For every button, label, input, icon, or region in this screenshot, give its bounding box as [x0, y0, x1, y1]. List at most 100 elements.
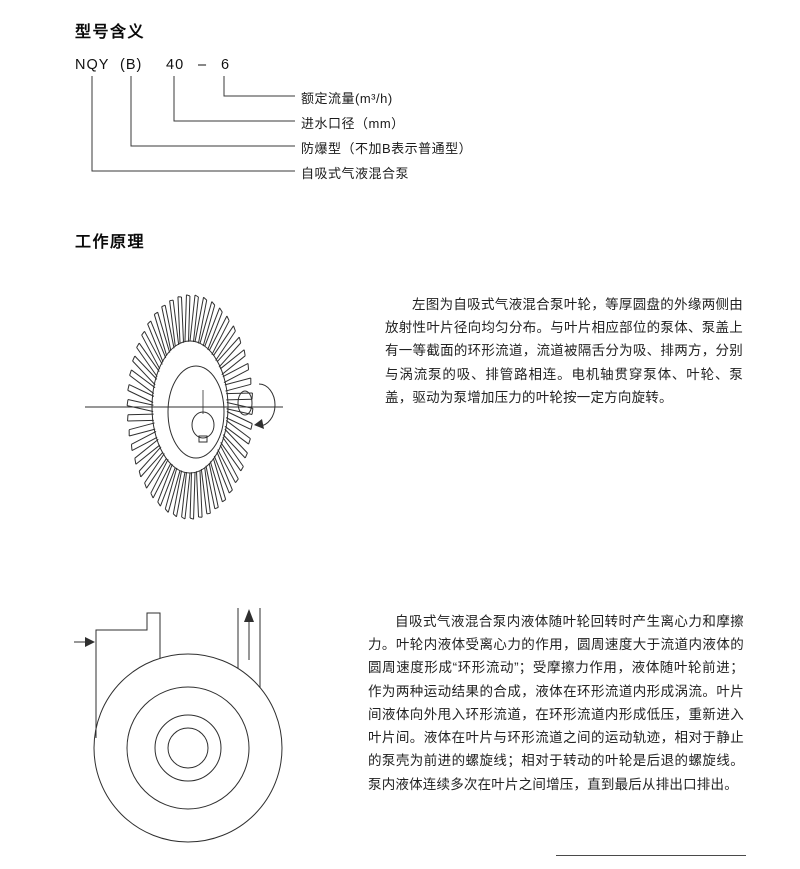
impeller-blade-line — [235, 478, 238, 484]
impeller-blade-line — [165, 301, 180, 347]
impeller-shaft-end — [237, 383, 276, 429]
impeller-blade-line — [137, 342, 140, 348]
impeller-blade-line — [127, 400, 128, 406]
pump-section-drawing — [74, 608, 283, 843]
callout-line-exproof — [130, 76, 295, 147]
impeller-blade-line — [133, 356, 158, 379]
impeller-blade-line — [241, 466, 244, 472]
impeller-blade-line — [150, 314, 170, 355]
model-callout-label-inlet: 进水口径（mm） — [301, 116, 405, 131]
impeller-blade-line — [249, 438, 251, 444]
impeller-blade-line — [219, 336, 241, 373]
impeller-blade-line — [135, 432, 158, 465]
impeller-blade-line — [142, 331, 165, 364]
impeller-blade-line — [193, 297, 198, 342]
impeller-blade-line — [130, 370, 156, 388]
section-title-model-meaning: 型号含义 — [75, 24, 146, 41]
impeller-blade-line — [128, 384, 129, 390]
impeller-blade-line — [221, 435, 246, 458]
impeller-blade-line — [162, 304, 165, 309]
model-code-part-exproof: (B) — [120, 57, 143, 73]
impeller-blade-line — [133, 355, 135, 361]
impeller-blade-line — [128, 396, 153, 408]
section-title-working-principle: 工作原理 — [75, 234, 146, 251]
impeller-blade-line — [250, 378, 252, 384]
impeller-blade-line — [203, 297, 206, 300]
impeller-blade-line — [192, 471, 204, 517]
impeller-blade-line — [134, 347, 159, 376]
impeller-blade-line — [226, 418, 251, 430]
impeller-blade-line — [178, 295, 182, 299]
impeller-blade-line — [211, 456, 233, 493]
impeller-blade-line — [245, 452, 247, 458]
callout-line-series — [91, 76, 295, 172]
impeller-blade-line — [127, 415, 129, 421]
impeller-blade-line — [227, 399, 253, 411]
impeller-blade-line — [247, 363, 250, 369]
impeller-blade-line — [169, 300, 184, 345]
principle-paragraph-impeller: 左图为自吸式气液混合泵叶轮，等厚圆盘的外缘两侧由放射性叶片径向均匀分布。与叶片相… — [385, 297, 743, 405]
impeller-blade-line — [195, 471, 207, 518]
impeller-blade-line — [217, 331, 239, 369]
impeller-blade-line — [218, 442, 243, 471]
impeller-blade-line — [229, 489, 232, 495]
model-code-part-flow: 6 — [221, 57, 231, 73]
impeller-blade-line — [131, 424, 156, 453]
impeller-blade-line — [186, 294, 189, 297]
impeller-blade-line — [202, 466, 219, 509]
impeller-blade-line — [198, 299, 206, 345]
impeller-keyway — [198, 435, 208, 443]
impeller-blade-line — [138, 471, 141, 477]
impeller-blade-line — [129, 375, 155, 393]
model-callout-label-series: 自吸式气液混合泵 — [301, 166, 410, 181]
impeller-blade-line — [173, 514, 176, 517]
impeller-blade-line — [190, 295, 195, 341]
impeller-blade-line — [216, 326, 236, 366]
impeller-blade-line — [128, 412, 154, 430]
impeller-blade-line — [190, 517, 193, 520]
impeller-blade-line — [208, 309, 223, 354]
impeller-blade-line — [151, 455, 168, 498]
impeller-blade-line — [205, 463, 223, 507]
impeller-blade-line — [225, 420, 251, 438]
impeller-blade-line — [185, 473, 190, 519]
impeller-blade-line — [215, 506, 218, 511]
pump-section-figure — [70, 598, 320, 866]
impeller-blade-line — [145, 448, 165, 488]
callout-line-flow — [223, 76, 295, 97]
impeller-blade-line — [127, 390, 153, 402]
impeller-blade-line — [223, 355, 248, 384]
impeller-blade-line — [215, 450, 238, 483]
impeller-blade-line — [209, 458, 229, 499]
impeller-blade-line — [154, 311, 157, 316]
impeller-blade-line — [144, 483, 147, 488]
impeller-blade-line — [220, 342, 244, 376]
impeller-blade-line — [195, 296, 204, 343]
impeller-blade-line — [144, 324, 166, 362]
impeller-blade-line — [190, 472, 199, 519]
impeller-blade-line — [132, 429, 157, 458]
impeller-blade-line — [176, 471, 185, 518]
rotation-arrowhead — [254, 419, 264, 429]
impeller-shaft-bore — [191, 411, 215, 439]
impeller-blade-line — [139, 440, 161, 477]
impeller-blade-line — [165, 509, 169, 513]
impeller-blade-line — [214, 452, 236, 490]
impeller-blade-line — [165, 466, 177, 512]
impeller-blade-line — [213, 320, 233, 361]
impeller-blade-line — [203, 303, 215, 349]
callout-line-inlet — [173, 76, 295, 122]
impeller-blade-line — [243, 350, 246, 356]
impeller-blade-line — [224, 426, 250, 444]
model-callout-label-flow: 额定流量(m³/h) — [301, 91, 393, 106]
impeller-blade-line — [251, 393, 253, 399]
impeller-blade-line — [147, 453, 167, 494]
impeller-figure — [55, 272, 365, 544]
impeller-blade-line — [187, 472, 195, 518]
impeller-blade-line — [131, 361, 157, 385]
impeller-blade-line — [148, 320, 151, 326]
impeller-blade-line — [142, 330, 145, 336]
impeller-blade-line — [154, 312, 174, 352]
model-code-part-series: NQY — [75, 57, 110, 73]
